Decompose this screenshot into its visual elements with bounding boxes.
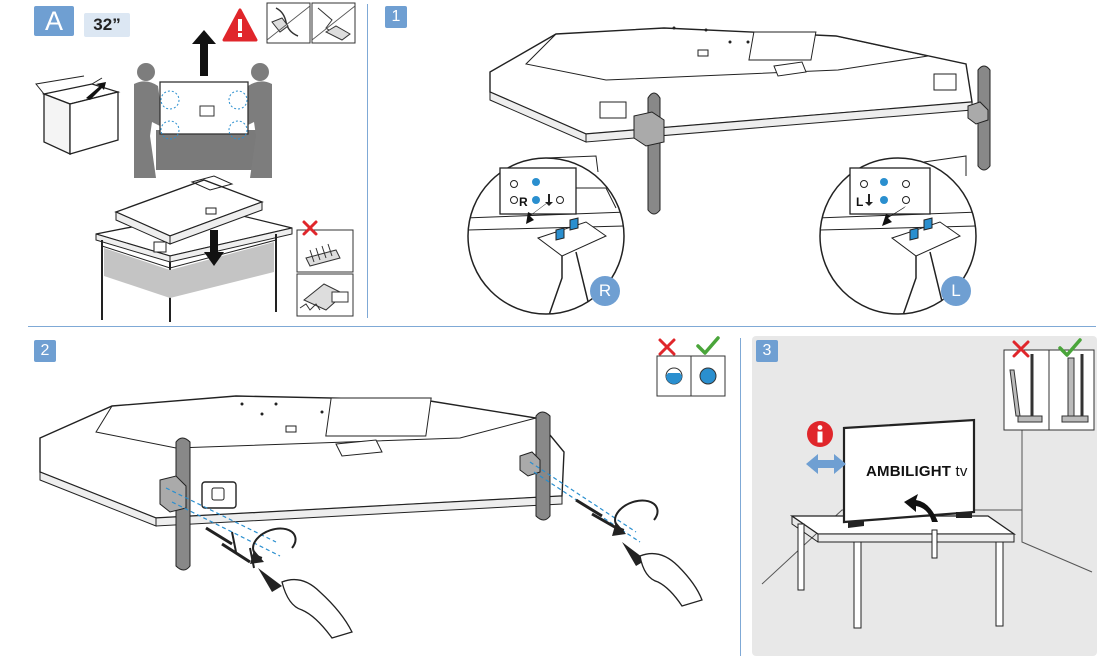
hole-alignment-check-illustration (656, 355, 726, 397)
tv-back-with-stands-illustration (489, 26, 991, 215)
step-2-badge: 2 (34, 340, 56, 362)
room-with-tv-on-table-illustration (761, 349, 1095, 629)
zoom-detail-left (819, 155, 977, 315)
warning-icon (222, 8, 258, 42)
arrow-up-icon (192, 30, 216, 76)
two-people-lifting-tv-illustration (134, 63, 272, 178)
screen-size-badge: 32” (84, 13, 130, 37)
side-badge-left: L (941, 276, 971, 306)
divider-horizontal (28, 326, 1096, 327)
step-3-badge: 3 (756, 340, 778, 362)
divider-vertical-top (367, 4, 368, 318)
tv-face-down-on-table-illustration (95, 175, 293, 322)
tv-back-screw-attachment-illustration (39, 395, 703, 639)
check-icon (1058, 338, 1082, 357)
info-icon (807, 421, 833, 447)
brand-suffix-text: tv (955, 463, 968, 480)
side-label-left: L (856, 195, 864, 209)
side-label-right: R (519, 195, 528, 209)
surface-warning-illustration (296, 229, 354, 317)
zoom-detail-right (467, 155, 625, 315)
divider-vertical-bottom (740, 338, 741, 656)
ambilight-tv-label: AMBILIGHT tv (866, 463, 968, 480)
packaging-box-illustration (35, 75, 121, 156)
step-1-badge: 1 (385, 6, 407, 28)
side-badge-right: R (590, 276, 620, 306)
check-icon (696, 336, 720, 355)
cross-icon (1012, 340, 1030, 358)
cross-icon (302, 220, 318, 236)
cross-icon (658, 338, 676, 356)
do-not-touch-screen-illustration (266, 2, 356, 44)
step-a-badge: A (34, 6, 74, 36)
brand-main-text: AMBILIGHT (866, 463, 952, 480)
